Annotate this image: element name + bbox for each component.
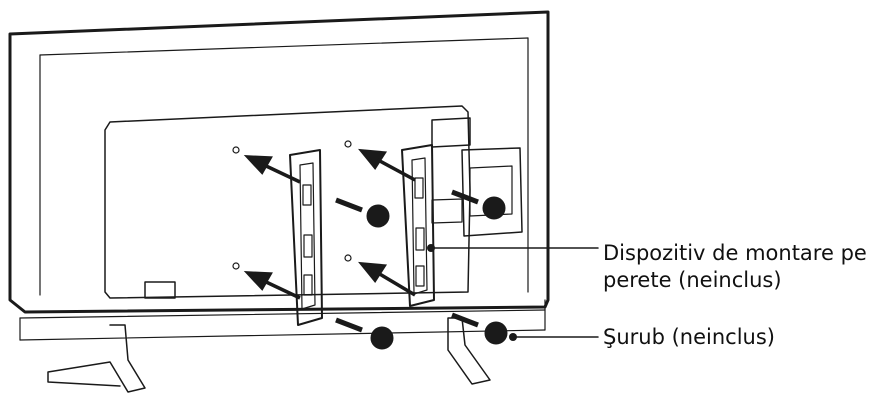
left-wall-bracket <box>289 149 323 326</box>
left-stand <box>47 324 146 393</box>
wall-bracket-label-line2: perete (neinclus) <box>603 268 782 292</box>
raised-back-area <box>104 105 471 299</box>
tv-back-panel <box>8 10 550 341</box>
leader-lines <box>427 244 599 341</box>
right-wall-bracket <box>401 144 435 307</box>
direction-arrows <box>243 148 416 300</box>
screw-leader-dot <box>509 333 517 341</box>
right-stand <box>447 317 491 385</box>
terminal-box <box>431 117 523 237</box>
screw-top-left-icon <box>335 197 390 228</box>
wall-bracket-label: Dispozitiv de montare pe perete (neinclu… <box>603 240 867 294</box>
screw-icon <box>335 189 508 350</box>
bracket-leader-dot <box>427 244 435 252</box>
mounting-holes <box>232 140 352 270</box>
left-port <box>144 281 176 299</box>
screw-bottom-right-icon <box>451 312 508 345</box>
screw-bottom-left-icon <box>335 317 394 350</box>
screw-top-right-icon <box>451 189 506 220</box>
screw-label: Şurub (neinclus) <box>603 325 775 349</box>
wall-bracket-label-line1: Dispozitiv de montare pe <box>603 241 867 265</box>
